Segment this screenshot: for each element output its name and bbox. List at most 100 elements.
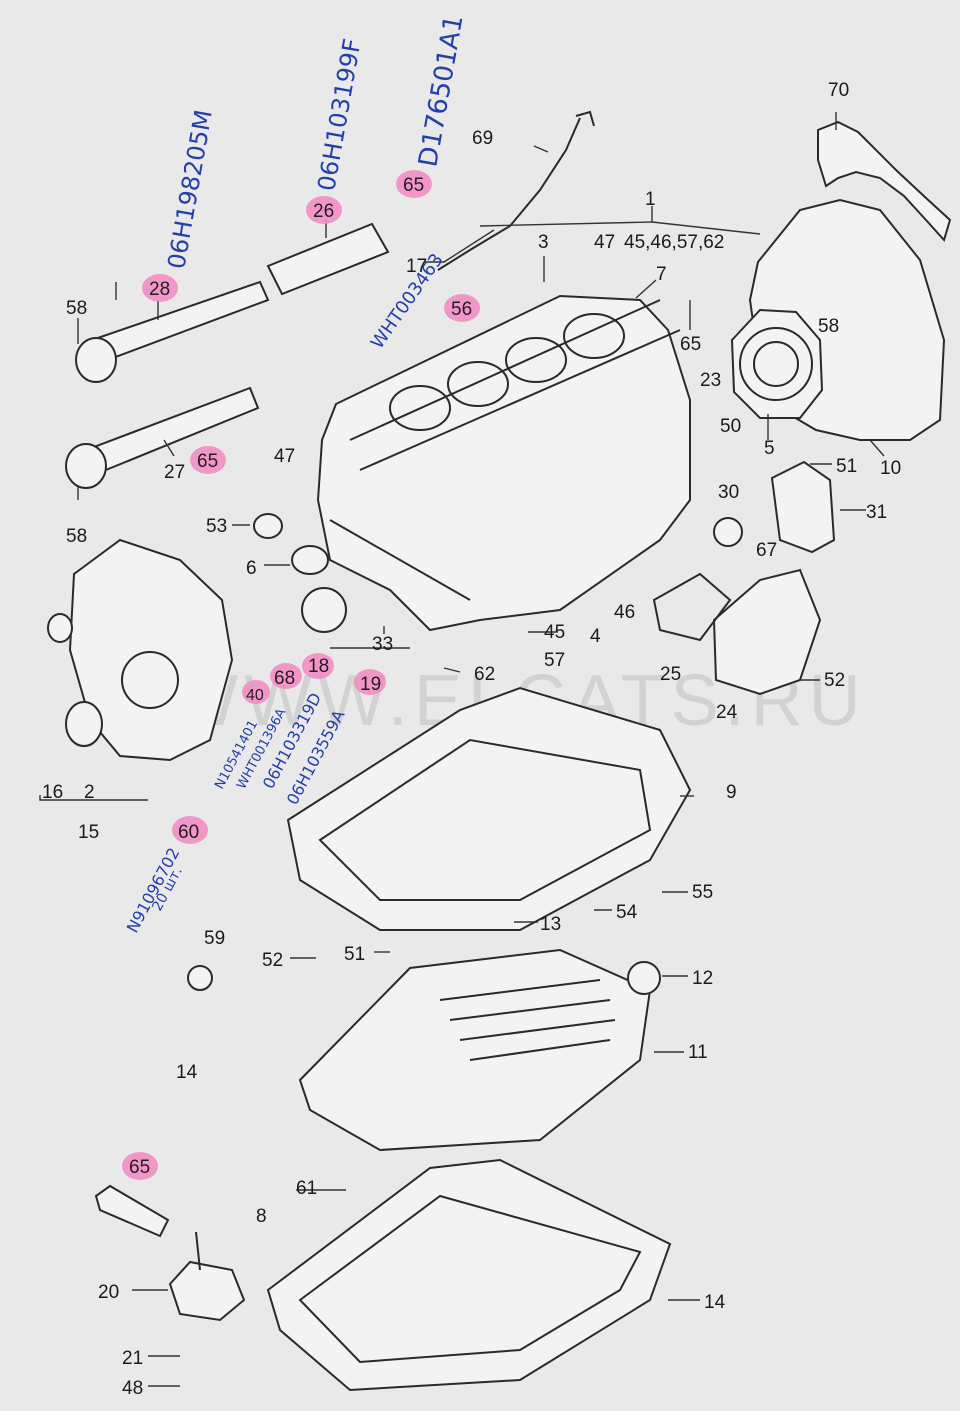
- sealant-tube-bottom: [94, 1184, 170, 1238]
- label-45: 45: [544, 622, 565, 643]
- dipstick-tube: [437, 117, 581, 271]
- label-52b: 52: [262, 950, 283, 971]
- label-47a: 47: [594, 232, 615, 253]
- label-3: 3: [538, 232, 549, 253]
- balance-shaft-tube: [266, 222, 390, 296]
- label-69: 69: [472, 128, 493, 149]
- label-8: 8: [256, 1206, 267, 1227]
- part-59: [187, 965, 213, 991]
- housing-31: [770, 460, 836, 554]
- label-46: 46: [614, 602, 635, 623]
- label-62: 62: [474, 664, 495, 685]
- cylinder-bore-1: [389, 385, 451, 431]
- label-51b: 51: [344, 944, 365, 965]
- leader-lines: [39, 112, 885, 1387]
- label-12: 12: [692, 968, 713, 989]
- label-65b: 65: [680, 334, 701, 355]
- label-50: 50: [720, 416, 741, 437]
- cylinder-block: [316, 294, 691, 632]
- highlights: [122, 170, 480, 1180]
- drive-sprocket: [301, 587, 347, 633]
- label-14b: 14: [704, 1292, 726, 1313]
- lower-oil-pan-rim: [298, 1194, 642, 1364]
- label-30: 30: [718, 482, 739, 503]
- label-57: 57: [544, 650, 565, 671]
- label-23: 23: [700, 370, 721, 391]
- label-65a: 65: [403, 175, 424, 196]
- block-edges: [329, 299, 681, 601]
- label-40: 40: [246, 687, 264, 704]
- label-67: 67: [756, 540, 777, 561]
- label-15: 15: [78, 822, 99, 843]
- label-51a: 51: [836, 456, 857, 477]
- upper-oil-pan-rim: [318, 738, 652, 901]
- label-28: 28: [149, 279, 170, 300]
- label-27: 27: [164, 462, 185, 483]
- label-9: 9: [726, 782, 737, 803]
- baffle-grid: [439, 979, 616, 1061]
- label-25: 25: [660, 664, 681, 685]
- label-13: 13: [540, 914, 561, 935]
- label-68: 68: [274, 668, 295, 689]
- balance-shaft-upper-gear: [75, 337, 117, 383]
- oil-baffle: [298, 948, 652, 1152]
- label-54: 54: [616, 902, 638, 923]
- label-16: 16: [42, 782, 63, 803]
- label-20: 20: [98, 1282, 119, 1303]
- crankshaft-cover-shield: [817, 120, 952, 242]
- label-6: 6: [246, 558, 257, 579]
- label-52a: 52: [824, 670, 845, 691]
- balance-shaft-lower-gear: [65, 443, 107, 489]
- label-33: 33: [372, 634, 393, 655]
- label-1: 1: [645, 189, 656, 210]
- label-14a: 14: [176, 1062, 198, 1083]
- timing-case-cover: [68, 538, 234, 762]
- label-4: 4: [590, 626, 601, 647]
- rear-seal-ring: [739, 327, 813, 401]
- note-p26: 06H103199F: [312, 37, 366, 194]
- sleeve-53: [253, 513, 283, 539]
- label-48: 48: [122, 1378, 143, 1399]
- label-47b: 47: [274, 446, 295, 467]
- dipstick-handle: [575, 110, 595, 127]
- label-2: 2: [84, 782, 95, 803]
- label-60: 60: [178, 822, 199, 843]
- label-24: 24: [716, 702, 738, 723]
- label-56: 56: [451, 299, 472, 320]
- label-70: 70: [828, 80, 849, 101]
- label-10: 10: [880, 458, 901, 479]
- front-oil-seal: [65, 701, 103, 747]
- label-18: 18: [308, 656, 329, 677]
- front-seal-opening: [121, 651, 179, 709]
- sensor-stem: [195, 1231, 201, 1271]
- label-7: 7: [656, 264, 667, 285]
- cylinder-bore-4: [563, 313, 625, 359]
- balance-shaft-upper: [90, 280, 270, 364]
- label-58c: 58: [818, 316, 839, 337]
- note-p65: D176501A1: [413, 13, 469, 169]
- part-30: [713, 517, 743, 547]
- label-31: 31: [866, 502, 887, 523]
- lower-oil-pan: [266, 1158, 672, 1392]
- label-58b: 58: [66, 526, 87, 547]
- note-p28: 06H198205M: [162, 108, 218, 271]
- gasket-25: [652, 572, 732, 642]
- part-12: [627, 961, 661, 995]
- part-labels: 1 45,46,57,62 2 3 4 5 6 7 8 9 10 11 12 1…: [42, 80, 901, 1399]
- label-1-sub: 45,46,57,62: [624, 232, 724, 253]
- label-21: 21: [122, 1348, 143, 1369]
- label-61: 61: [296, 1178, 317, 1199]
- label-65d: 65: [129, 1157, 150, 1178]
- label-19: 19: [360, 674, 381, 695]
- cylinder-bore-3: [505, 337, 567, 383]
- label-58a: 58: [66, 298, 87, 319]
- label-11: 11: [688, 1042, 708, 1063]
- label-65c: 65: [197, 451, 218, 472]
- rear-seal-inner: [753, 341, 799, 387]
- label-53: 53: [206, 516, 227, 537]
- oil-separator-24: [712, 568, 822, 696]
- upper-oil-pan: [286, 686, 692, 931]
- cylinder-bore-2: [447, 361, 509, 407]
